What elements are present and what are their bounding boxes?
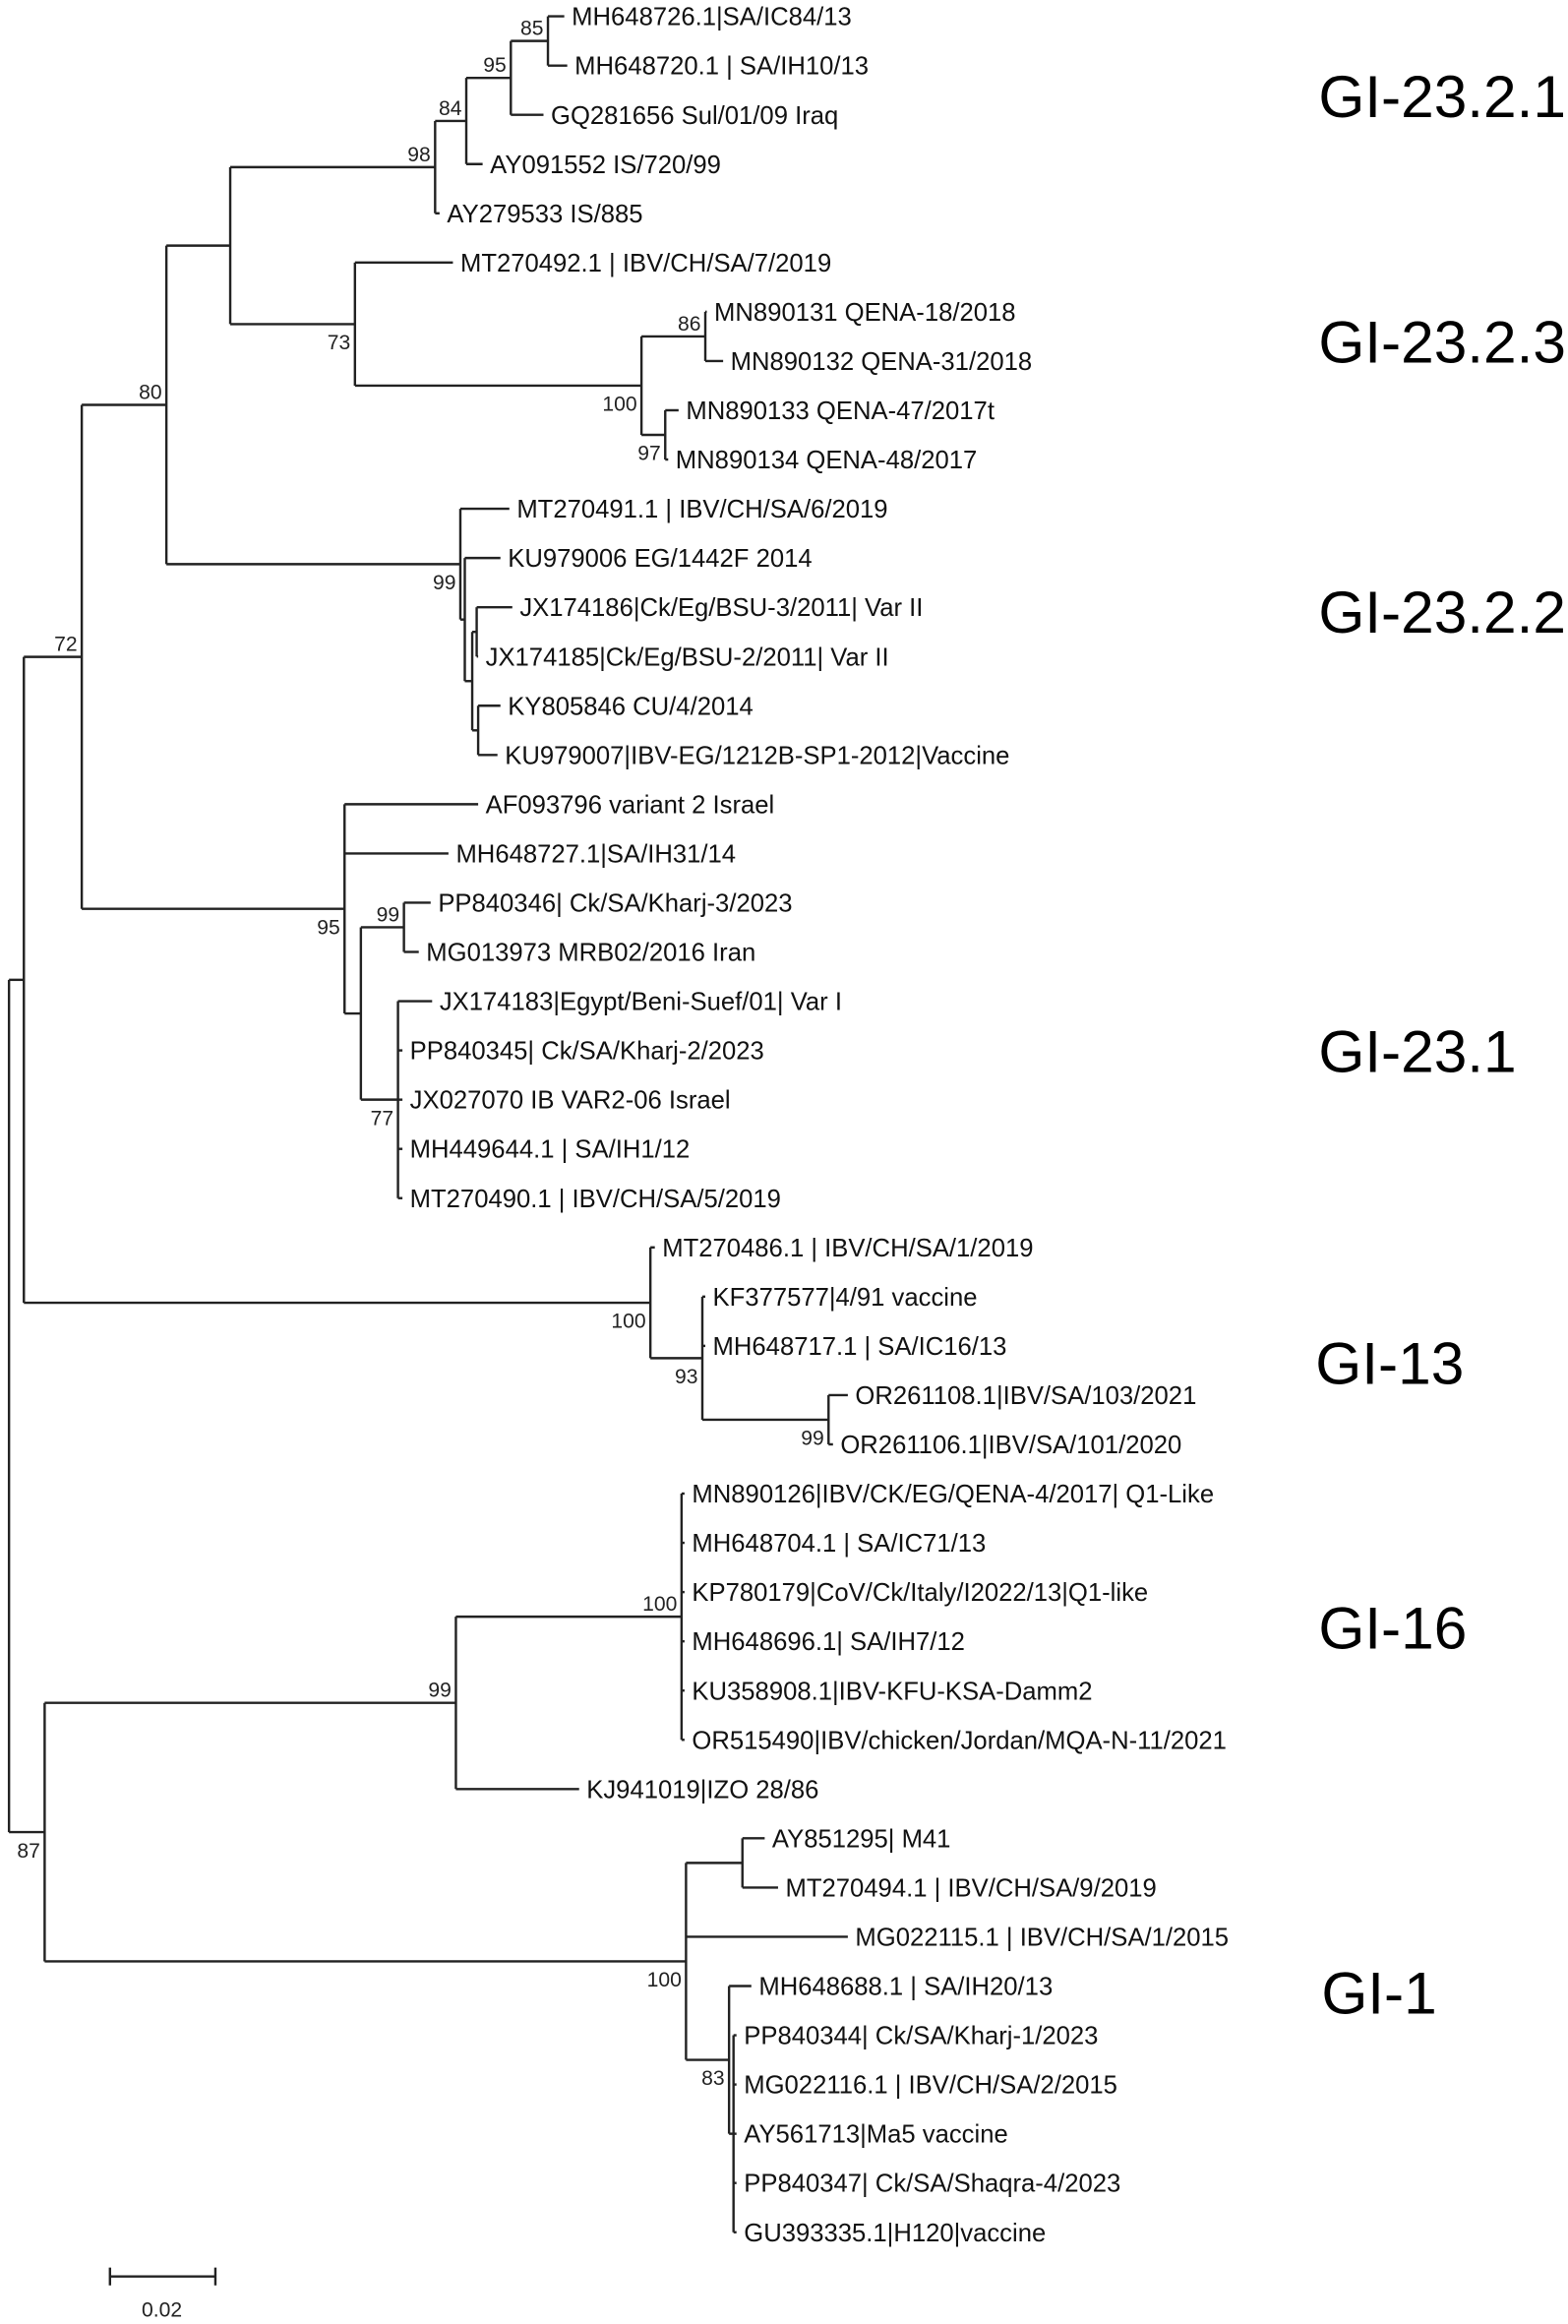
tree-branches: [7, 15, 848, 2233]
bootstrap-value: 86: [678, 313, 700, 336]
leaf-label: AF093796 variant 2 Israel: [486, 791, 775, 819]
leaf-label: MT270494.1 | IBV/CH/SA/9/2019: [786, 1874, 1157, 1902]
bootstrap-value: 97: [637, 443, 660, 465]
leaf-label: AY091552 IS/720/99: [490, 152, 721, 179]
clade-label-gi-1: GI-1: [1321, 1960, 1436, 2027]
leaf-label: KP780179|CoV/Ck/Italy/I2022/13|Q1-like: [692, 1579, 1148, 1607]
leaf-label: KF377577|4/91 vaccine: [713, 1284, 978, 1312]
leaf-label: GU393335.1|H120|vaccine: [744, 2220, 1046, 2247]
bootstrap-value: 73: [328, 332, 350, 354]
clade-labels: GI-23.2.1 GI-23.2.3 GI-23.2.2 GI-23.1 GI…: [1315, 63, 1566, 2026]
leaf-label: MN890131 QENA-18/2018: [714, 299, 1015, 327]
leaf-label: AY851295| M41: [772, 1825, 951, 1853]
bootstrap-values: 85 95 84 98 86 97 100 73 99 80 99 77 95 72 99 93 100 100 9…: [17, 18, 823, 2091]
leaf-label: AY279533 IS/885: [447, 201, 642, 228]
bootstrap-value: 100: [611, 1311, 645, 1333]
clade-label-gi-13: GI-13: [1315, 1330, 1464, 1397]
clade-label-gi-23-1: GI-23.1: [1318, 1018, 1516, 1085]
bootstrap-value: 93: [675, 1366, 697, 1388]
leaf-label: MG022116.1 | IBV/CH/SA/2/2015: [744, 2072, 1117, 2100]
clade-label-gi-23-2-2: GI-23.2.2: [1318, 579, 1566, 645]
leaf-label: PP840346| Ck/SA/Kharj-3/2023: [438, 890, 792, 918]
leaf-label: JX174186|Ck/Eg/BSU-3/2011| Var II: [519, 594, 923, 622]
leaf-label: MG022115.1 | IBV/CH/SA/1/2015: [855, 1924, 1229, 1951]
leaf-label: OR261108.1|IBV/SA/103/2021: [855, 1382, 1196, 1410]
bootstrap-value: 95: [317, 916, 339, 939]
leaf-label: MN890133 QENA-47/2017t: [686, 398, 995, 425]
clade-label-gi-23-2-3: GI-23.2.3: [1318, 308, 1566, 375]
bootstrap-value: 84: [439, 97, 462, 120]
leaf-label: PP840344| Ck/SA/Kharj-1/2023: [744, 2023, 1098, 2050]
leaf-label: MT270490.1 | IBV/CH/SA/5/2019: [410, 1186, 781, 1213]
leaf-label: MT270491.1 | IBV/CH/SA/6/2019: [516, 496, 887, 523]
leaf-label: MN890126|IBV/CK/EG/QENA-4/2017| Q1-Like: [692, 1481, 1214, 1508]
clade-label-gi-23-2-1: GI-23.2.1: [1318, 63, 1566, 130]
leaf-label: PP840345| Ck/SA/Kharj-2/2023: [410, 1038, 764, 1066]
leaf-label: MH449644.1 | SA/IH1/12: [410, 1136, 691, 1164]
leaf-label: MH648696.1| SA/IH7/12: [692, 1628, 964, 1656]
leaf-label: KY805846 CU/4/2014: [508, 693, 753, 720]
bootstrap-value: 80: [139, 381, 161, 403]
bootstrap-value: 100: [602, 394, 636, 416]
scale-bar: 0.02: [108, 2267, 217, 2321]
leaf-label: MG013973 MRB02/2016 Iran: [426, 940, 755, 967]
leaf-label: MT270486.1 | IBV/CH/SA/1/2019: [662, 1235, 1033, 1262]
leaf-label: MH648726.1|SA/IC84/13: [572, 4, 852, 31]
leaf-label: KJ941019|IZO 28/86: [586, 1776, 818, 1804]
bootstrap-value: 85: [520, 18, 543, 40]
bootstrap-value: 99: [433, 572, 455, 594]
leaf-label: MH648688.1 | SA/IH20/13: [758, 1974, 1053, 2001]
bootstrap-value: 77: [371, 1107, 393, 1130]
leaf-label: GQ281656 Sul/01/09 Iraq: [551, 102, 838, 130]
bootstrap-value: 100: [647, 1969, 682, 1991]
leaf-label: KU979006 EG/1442F 2014: [508, 545, 812, 573]
bootstrap-value: 99: [377, 903, 399, 926]
leaf-label: MH648720.1 | SA/IH10/13: [574, 53, 869, 81]
bootstrap-value: 72: [54, 634, 77, 656]
leaf-label: KU358908.1|IBV-KFU-KSA-Damm2: [692, 1678, 1092, 1705]
leaf-label: AY561713|Ma5 vaccine: [744, 2121, 1007, 2149]
leaf-label: MT270492.1 | IBV/CH/SA/7/2019: [460, 250, 831, 277]
bootstrap-value: 99: [428, 1680, 451, 1702]
leaf-label: JX174185|Ck/Eg/BSU-2/2011| Var II: [486, 643, 889, 671]
bootstrap-value: 87: [17, 1840, 39, 1863]
clade-label-gi-16: GI-16: [1318, 1594, 1467, 1661]
bootstrap-value: 98: [407, 144, 430, 166]
leaf-label: OR515490|IBV/chicken/Jordan/MQA-N-11/202…: [692, 1727, 1227, 1754]
leaf-label: MN890134 QENA-48/2017: [676, 447, 977, 474]
leaf-label: OR261106.1|IBV/SA/101/2020: [840, 1432, 1181, 1459]
leaf-label: MH648704.1 | SA/IC71/13: [692, 1530, 986, 1558]
leaf-label: KU979007|IBV-EG/1212B-SP1-2012|Vaccine: [505, 742, 1009, 769]
bootstrap-value: 100: [642, 1593, 677, 1616]
bootstrap-value: 83: [701, 2067, 724, 2090]
scale-bar-label: 0.02: [142, 2298, 182, 2321]
leaf-label: PP840347| Ck/SA/Shaqra-4/2023: [744, 2171, 1120, 2198]
leaf-label: MN890132 QENA-31/2018: [731, 348, 1032, 376]
bootstrap-value: 99: [801, 1428, 823, 1450]
leaf-label: MH648717.1 | SA/IC16/13: [713, 1333, 1007, 1361]
bootstrap-value: 95: [483, 54, 506, 77]
leaf-label: JX027070 IB VAR2-06 Israel: [410, 1087, 731, 1115]
leaf-label: JX174183|Egypt/Beni-Suef/01| Var I: [440, 989, 842, 1016]
leaf-label: MH648727.1|SA/IH31/14: [455, 840, 736, 868]
